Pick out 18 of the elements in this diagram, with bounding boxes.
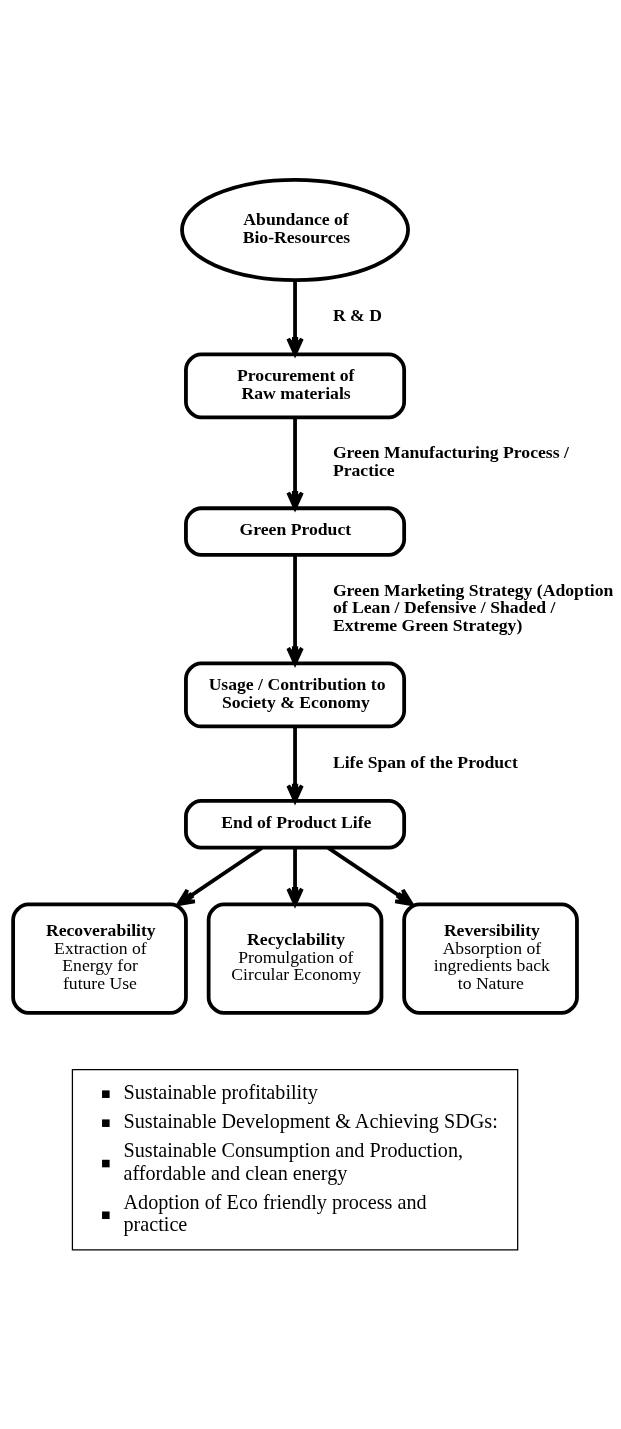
edge-label: Green Manufacturing Process / Practice [332,441,569,480]
arrow [286,726,304,803]
node-box: Sustainable profitability Sustainable Development & Achieving SDGs: Sustainable Consumption and Production, affordable and clean energy Adoption of Eco friendly process and practice [71,1068,519,1251]
edge-label: Green Marketing Strategy (Adoption of Lean / Defensive / Shaded / Extreme Green Strategy) [332,579,614,635]
arrow [286,417,304,510]
node-box: Green Product [184,505,407,557]
arrow [286,279,304,356]
edge-label: Life Span of the Product [332,751,518,772]
node-box: Recyclability Promulgation of Circular Economy [206,901,384,1015]
arrow [286,554,304,665]
node-ellipse: Abundance of Bio-Resources [180,177,410,282]
node-box: Procurement of Raw materials [184,352,407,419]
node-box: Reversibility Absorption of ingredients back to Nature [402,901,579,1015]
edge-label: R & D [332,304,382,325]
arrow [286,847,304,906]
node-box: Usage / Contribution to Society & Economy [184,661,407,728]
node-box: End of Product Life [184,798,407,849]
node-box: Recoverability Extraction of Energy for future Use [11,901,188,1015]
